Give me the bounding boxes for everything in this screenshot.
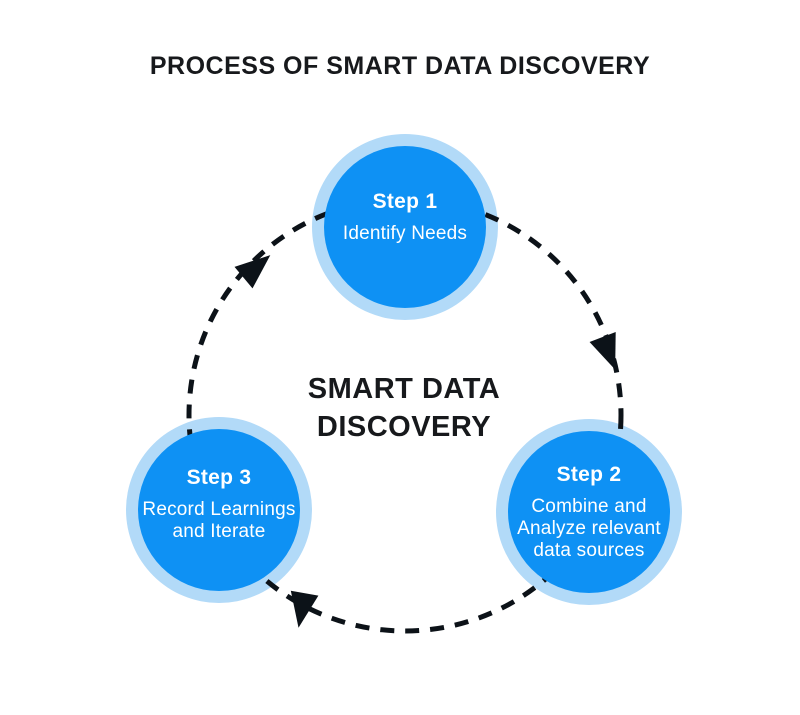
dashed-cycle-circle bbox=[186, 196, 624, 634]
step-3-description-line: Record Learnings bbox=[142, 499, 296, 520]
arrowhead-step1-to-step2-icon bbox=[589, 331, 616, 370]
step-3-description-line: and Iterate bbox=[172, 521, 266, 542]
step-1-description-line: Identify Needs bbox=[342, 223, 468, 244]
center-title-line-1: SMART DATA bbox=[307, 373, 501, 405]
step-3-label: Step 3 bbox=[186, 466, 252, 489]
center-title: SMART DATA DISCOVERY bbox=[4, 370, 800, 446]
page-title: PROCESS OF SMART DATA DISCOVERY bbox=[149, 52, 651, 80]
step-1-circle: Step 1 Identify Needs bbox=[324, 146, 486, 308]
step-3-circle: Step 3 Record Learnings and Iterate bbox=[138, 429, 300, 591]
step-2-circle: Step 2 Combine and Analyze relevant data… bbox=[508, 431, 670, 593]
step-2-description-line: Analyze relevant bbox=[517, 518, 661, 539]
step-1-content: Step 1 Identify Needs bbox=[343, 189, 467, 245]
step-3-content: Step 3 Record Learnings and Iterate bbox=[142, 465, 295, 543]
arrowhead-step2-to-step3-icon bbox=[290, 590, 319, 628]
step-2-label: Step 2 bbox=[556, 463, 622, 486]
step-2-content: Step 2 Combine and Analyze relevant data… bbox=[517, 462, 661, 562]
step-1-label: Step 1 bbox=[372, 190, 438, 213]
step-2-description-line: data sources bbox=[533, 540, 645, 561]
center-title-line-2: DISCOVERY bbox=[316, 411, 492, 443]
step-2-description-line: Combine and bbox=[531, 496, 647, 517]
arrowhead-step3-to-step1-icon bbox=[234, 255, 271, 289]
